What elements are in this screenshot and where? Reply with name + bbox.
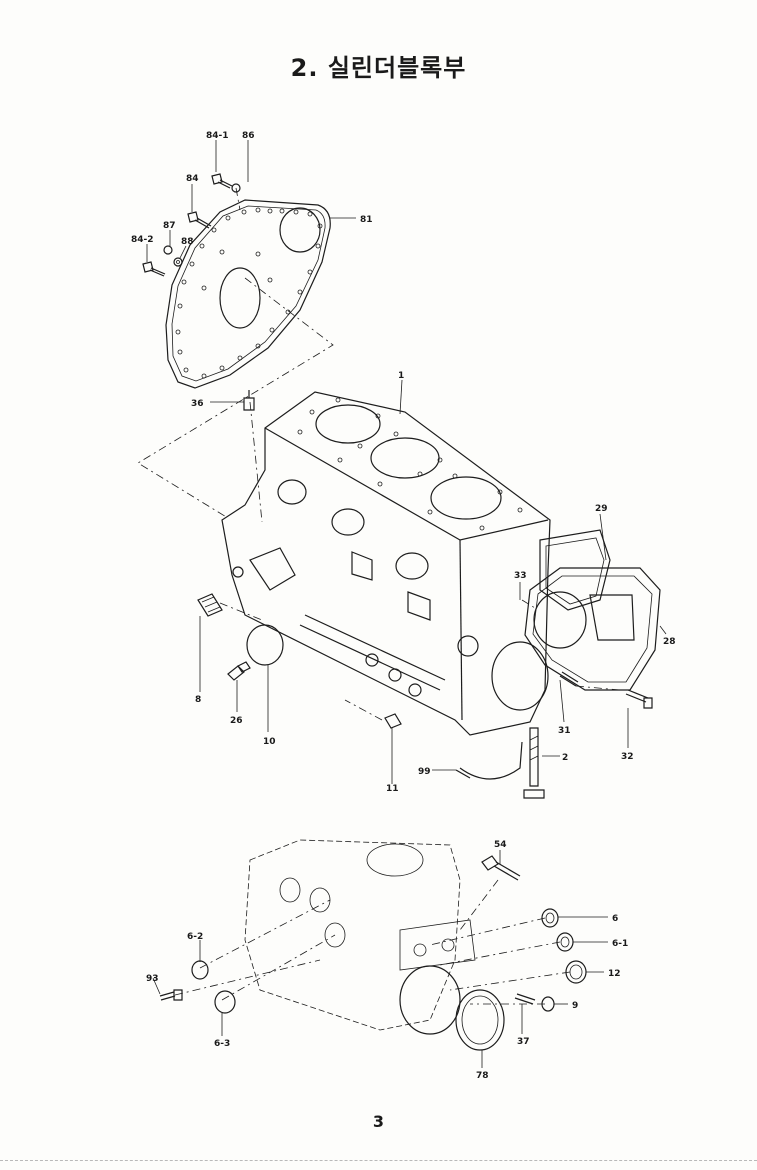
flywheel-housing-plate — [165, 199, 331, 389]
lower-small-parts — [159, 855, 587, 1051]
label-99: 99 — [418, 767, 431, 777]
label-8: 8 — [195, 695, 201, 705]
label-10: 10 — [263, 737, 276, 747]
label-78: 78 — [476, 1071, 489, 1081]
part-labels: 84-1 86 84 87 84-2 88 81 36 1 29 33 28 8… — [131, 131, 676, 1081]
label-2: 2 — [562, 753, 568, 763]
leader-lines — [146, 140, 667, 1068]
label-93: 93 — [146, 974, 159, 984]
oil-pressure-switch — [243, 390, 255, 411]
label-54: 54 — [494, 840, 507, 850]
hose-clip — [455, 741, 523, 780]
scan-edge-line — [0, 1160, 757, 1163]
label-84-2: 84-2 — [131, 235, 154, 245]
assembly-guide-lines — [137, 187, 621, 721]
rear-plate — [524, 567, 661, 691]
page-number: 3 — [372, 1112, 385, 1131]
cylinder-block-lower-view — [244, 839, 476, 1035]
dipstick-guide — [523, 727, 545, 799]
union-fitting — [227, 661, 251, 681]
rear-plate-gasket — [539, 529, 611, 611]
label-29: 29 — [595, 504, 608, 514]
label-88: 88 — [181, 237, 194, 247]
label-6-2: 6-2 — [187, 932, 203, 942]
label-1: 1 — [398, 371, 404, 381]
label-86: 86 — [242, 131, 255, 141]
label-36: 36 — [191, 399, 204, 409]
label-33: 33 — [514, 571, 527, 581]
label-84: 84 — [186, 174, 199, 184]
label-31: 31 — [558, 726, 571, 736]
plug-cap — [246, 624, 284, 666]
stud-bolt-rear — [559, 671, 579, 687]
lower-view-guide-lines — [174, 879, 571, 1005]
label-81: 81 — [360, 215, 373, 225]
label-28: 28 — [663, 637, 676, 647]
rear-plate-bolt — [625, 689, 653, 709]
label-6-3: 6-3 — [214, 1039, 230, 1049]
label-37: 37 — [517, 1037, 530, 1047]
page-title: 2. 실린더블록부 — [290, 54, 467, 82]
cylinder-block — [221, 391, 551, 736]
label-9: 9 — [572, 1001, 578, 1011]
label-12: 12 — [608, 969, 621, 979]
label-87: 87 — [163, 221, 176, 231]
label-6-1: 6-1 — [612, 939, 628, 949]
label-26: 26 — [230, 716, 243, 726]
label-11: 11 — [386, 784, 399, 794]
nut — [384, 713, 402, 729]
label-32: 32 — [621, 752, 634, 762]
drain-plug — [197, 593, 223, 617]
label-84-1: 84-1 — [206, 131, 229, 141]
flywheel-housing-bolts — [142, 173, 241, 277]
label-6: 6 — [612, 914, 618, 924]
